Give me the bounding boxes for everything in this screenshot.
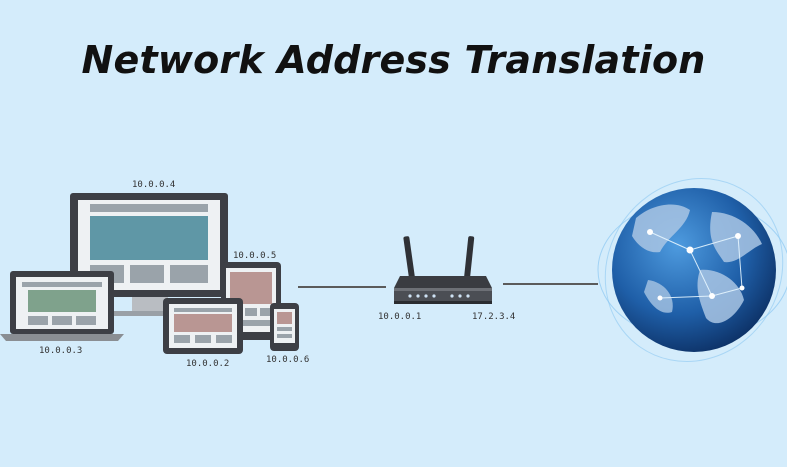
globe-icon xyxy=(597,178,787,362)
phone-icon xyxy=(270,303,299,351)
tablet-portrait-ip-label: 10.0.0.5 xyxy=(233,251,277,261)
tablet-landscape-ip-label: 10.0.0.2 xyxy=(186,359,230,369)
laptop-ip-label: 10.0.0.3 xyxy=(39,346,83,356)
page-title: Network Address Translation xyxy=(81,38,706,82)
router-lan-ip-label: 10.0.0.1 xyxy=(378,312,422,322)
tablet-landscape-icon xyxy=(163,298,243,354)
phone-ip-label: 10.0.0.6 xyxy=(266,355,310,365)
monitor-ip-label: 10.0.0.4 xyxy=(132,180,176,190)
router-icon xyxy=(394,236,492,304)
laptop-icon xyxy=(0,271,124,341)
router-wan-ip-label: 17.2.3.4 xyxy=(472,312,516,322)
